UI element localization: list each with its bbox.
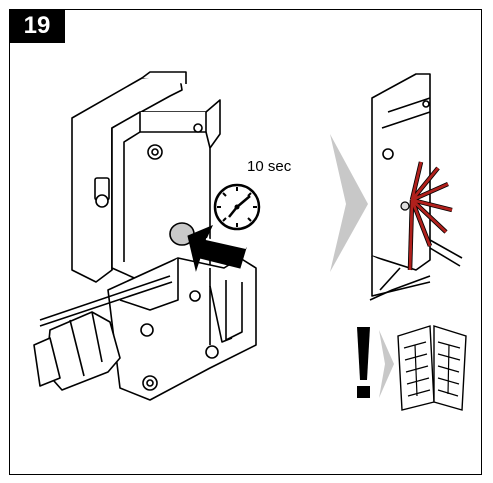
device-illustration [33,71,257,401]
clock-icon [213,183,261,231]
manual-icon [397,325,467,411]
timer-duration-label: 10 sec [247,158,292,175]
transition-arrow-icon [330,134,368,272]
instruction-frame [9,9,482,475]
device-closeup [369,73,463,301]
push-arrow-icon [187,225,247,272]
exclamation-icon [357,327,370,398]
led-flash-icon [400,161,453,271]
notice-arrow-icon [379,330,394,398]
step-number-badge: 19 [9,9,65,43]
